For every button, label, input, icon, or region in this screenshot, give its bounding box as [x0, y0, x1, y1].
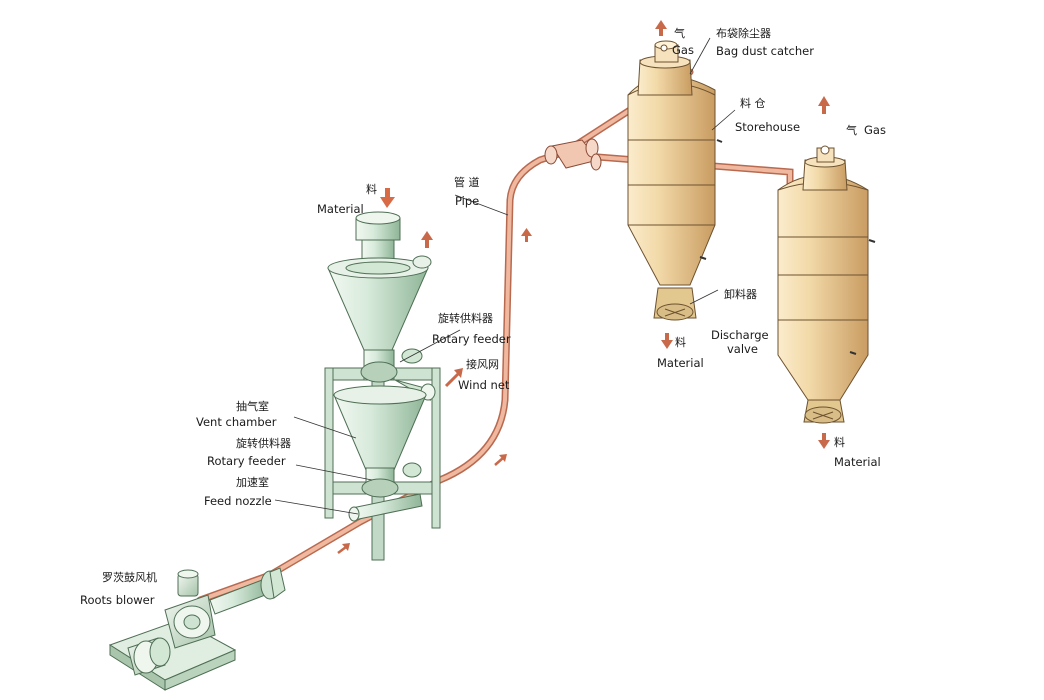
storehouse-tank-1 — [627, 40, 723, 321]
label-rotary-feeder-2: Rotary feeder — [207, 454, 286, 468]
arrow-up-icon — [421, 231, 433, 248]
arrow-diagonal-icon — [337, 543, 350, 554]
label-rotary-feeder-1: Rotary feeder — [432, 332, 511, 346]
arrow-down-icon — [818, 433, 830, 449]
label-vent-chamber-cn: 抽气室 — [236, 399, 269, 413]
label-material-top-cn: 料 — [366, 182, 377, 196]
label-gas1: Gas — [672, 43, 694, 57]
roots-blower — [108, 567, 286, 691]
feed-hopper-assembly — [324, 211, 441, 561]
label-material-1: Material — [657, 356, 704, 370]
arrow-up-icon — [818, 96, 830, 114]
label-storehouse-cn: 料 仓 — [740, 96, 766, 110]
arrow-diagonal-icon — [444, 368, 463, 388]
arrow-down-icon — [380, 188, 395, 208]
label-pipe-cn: 管 道 — [454, 175, 480, 189]
arrow-diagonal-icon — [494, 454, 507, 466]
label-gas2-cn: 气 — [846, 123, 857, 137]
leader-lines — [274, 37, 736, 515]
label-bag-dust-catcher-cn: 布袋除尘器 — [716, 26, 771, 40]
label-wind-net: Wind net — [458, 378, 510, 392]
arrow-down-icon — [661, 333, 673, 349]
label-material-2-cn: 料 — [834, 435, 845, 449]
label-discharge-valve-cn: 卸料器 — [724, 287, 757, 301]
label-roots-blower: Roots blower — [80, 593, 155, 607]
label-discharge-valve-line2: valve — [727, 342, 758, 356]
pipe-splitter — [544, 138, 602, 171]
labels: 料 Material 管 道 Pipe 气 Gas 布袋除尘器 Bag dust… — [80, 26, 886, 607]
label-gas1-cn: 气 — [674, 26, 685, 40]
label-wind-net-cn: 接风网 — [466, 358, 499, 371]
flow-arrows — [337, 20, 830, 554]
label-roots-blower-cn: 罗茨鼓风机 — [102, 570, 157, 584]
label-discharge-valve-line1: Discharge — [711, 328, 769, 342]
label-gas2: Gas — [864, 123, 886, 137]
arrow-up-icon — [521, 228, 532, 242]
label-rotary-feeder-2-cn: 旋转供料器 — [236, 436, 291, 450]
label-rotary-feeder-1-cn: 旋转供料器 — [438, 311, 493, 325]
label-feed-nozzle: Feed nozzle — [204, 494, 272, 508]
label-vent-chamber: Vent chamber — [196, 415, 277, 429]
label-material-1-cn: 料 — [675, 335, 686, 349]
label-material-top: Material — [317, 202, 364, 216]
label-storehouse: Storehouse — [735, 120, 800, 134]
label-material-2: Material — [834, 455, 881, 469]
storehouse-tank-2 — [777, 145, 876, 424]
label-pipe: Pipe — [455, 194, 479, 208]
arrow-up-icon — [655, 20, 667, 36]
label-feed-nozzle-cn: 加速室 — [236, 475, 269, 489]
label-bag-dust-catcher: Bag dust catcher — [716, 44, 814, 58]
